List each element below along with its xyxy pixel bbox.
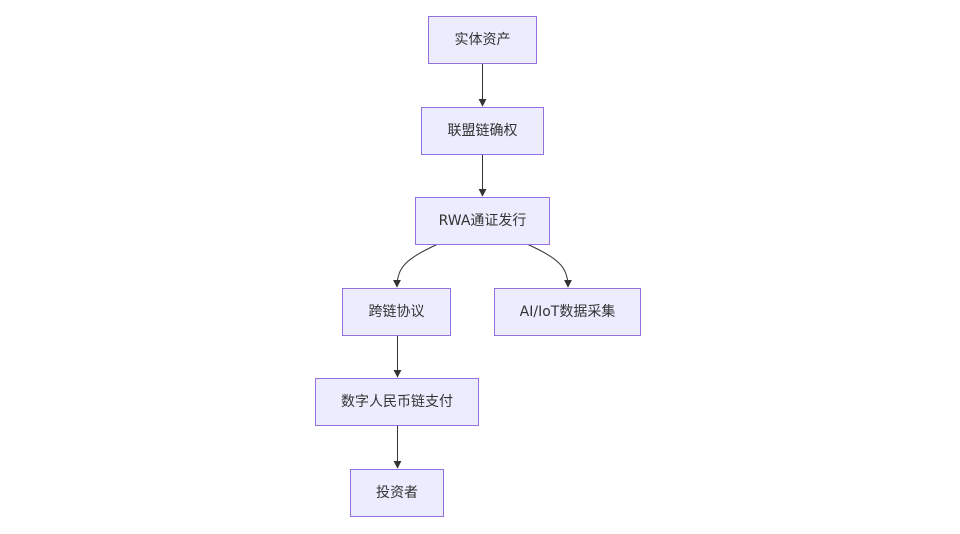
node-label: 联盟链确权 (448, 123, 518, 139)
node-consortium-chain-rights[interactable]: 联盟链确权 (421, 107, 544, 155)
node-rwa-token-issuance[interactable]: RWA通证发行 (415, 197, 550, 245)
edge-rwa-token-issuance-to-ai-iot-data-collection (526, 243, 572, 288)
node-label: AI/IoT数据采集 (520, 303, 616, 320)
node-investor[interactable]: 投资者 (350, 469, 444, 517)
node-label: 跨链协议 (369, 304, 425, 320)
edge-rwa-token-issuance-to-cross-chain-protocol (393, 243, 439, 288)
node-label: 投资者 (376, 485, 418, 501)
node-ai-iot-data-collection[interactable]: AI/IoT数据采集 (494, 288, 641, 336)
node-label: 实体资产 (455, 32, 511, 48)
node-label: 数字人民币链支付 (341, 394, 453, 410)
node-physical-asset[interactable]: 实体资产 (428, 16, 537, 64)
node-cross-chain-protocol[interactable]: 跨链协议 (342, 288, 451, 336)
node-label: RWA通证发行 (439, 213, 527, 229)
node-digital-rmb-payment[interactable]: 数字人民币链支付 (315, 378, 479, 426)
